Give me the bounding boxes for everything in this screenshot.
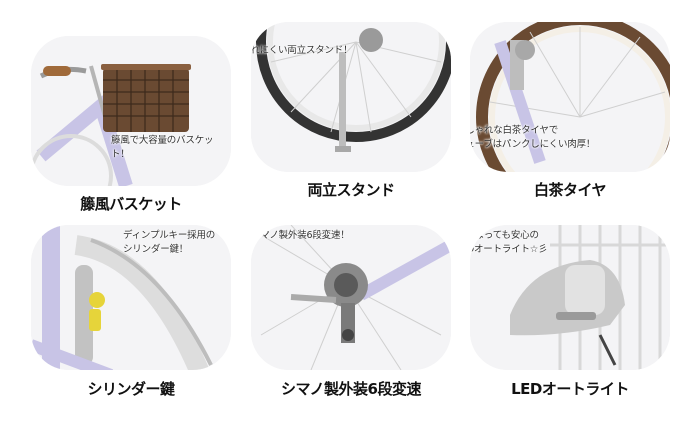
feature-callout-tire: おしゃれな白茶タイヤで チューブはパンクしにくい肉厚！ <box>470 125 596 150</box>
derailleur-icon <box>251 225 451 370</box>
feature-photo-basket: 籐風で大容量のバスケット！ <box>31 36 231 186</box>
feature-caption-basket: 籐風バスケット <box>80 195 182 213</box>
feature-callout-derailleur: シマノ製外装6段変速！ <box>251 230 350 241</box>
feature-caption-key: シリンダー鍵 <box>87 380 175 398</box>
tire-icon <box>470 22 670 172</box>
feature-callout-light: 暗くなっても安心の LEDオートライト☆彡 <box>470 230 548 255</box>
feature-caption-light: LEDオートライト <box>511 380 629 398</box>
feature-photo-tire: おしゃれな白茶タイヤで チューブはパンクしにくい肉厚！ <box>470 22 670 172</box>
key-lock-icon <box>31 225 231 370</box>
feature-photo-key: ディンプルキー採用の シリンダー鍵！ <box>31 225 231 370</box>
basket-icon <box>31 36 231 186</box>
feature-caption-derailleur: シマノ製外装6段変速 <box>281 380 422 398</box>
feature-caption-tire: 白茶タイヤ <box>533 181 607 199</box>
feature-photo-stand: 倒れにくい両立スタンド！ <box>251 22 451 172</box>
feature-callout-key: ディンプルキー採用の シリンダー鍵！ <box>123 230 216 255</box>
kickstand-icon <box>251 22 451 172</box>
feature-caption-stand: 両立スタンド <box>307 181 395 199</box>
feature-callout-stand: 倒れにくい両立スタンド！ <box>251 45 353 56</box>
feature-photo-derailleur: シマノ製外装6段変速！ <box>251 225 451 370</box>
feature-photo-light: 暗くなっても安心の LEDオートライト☆彡 <box>470 225 670 370</box>
feature-callout-basket: 籐風で大容量のバスケット！ <box>111 135 214 160</box>
headlight-icon <box>470 225 670 370</box>
